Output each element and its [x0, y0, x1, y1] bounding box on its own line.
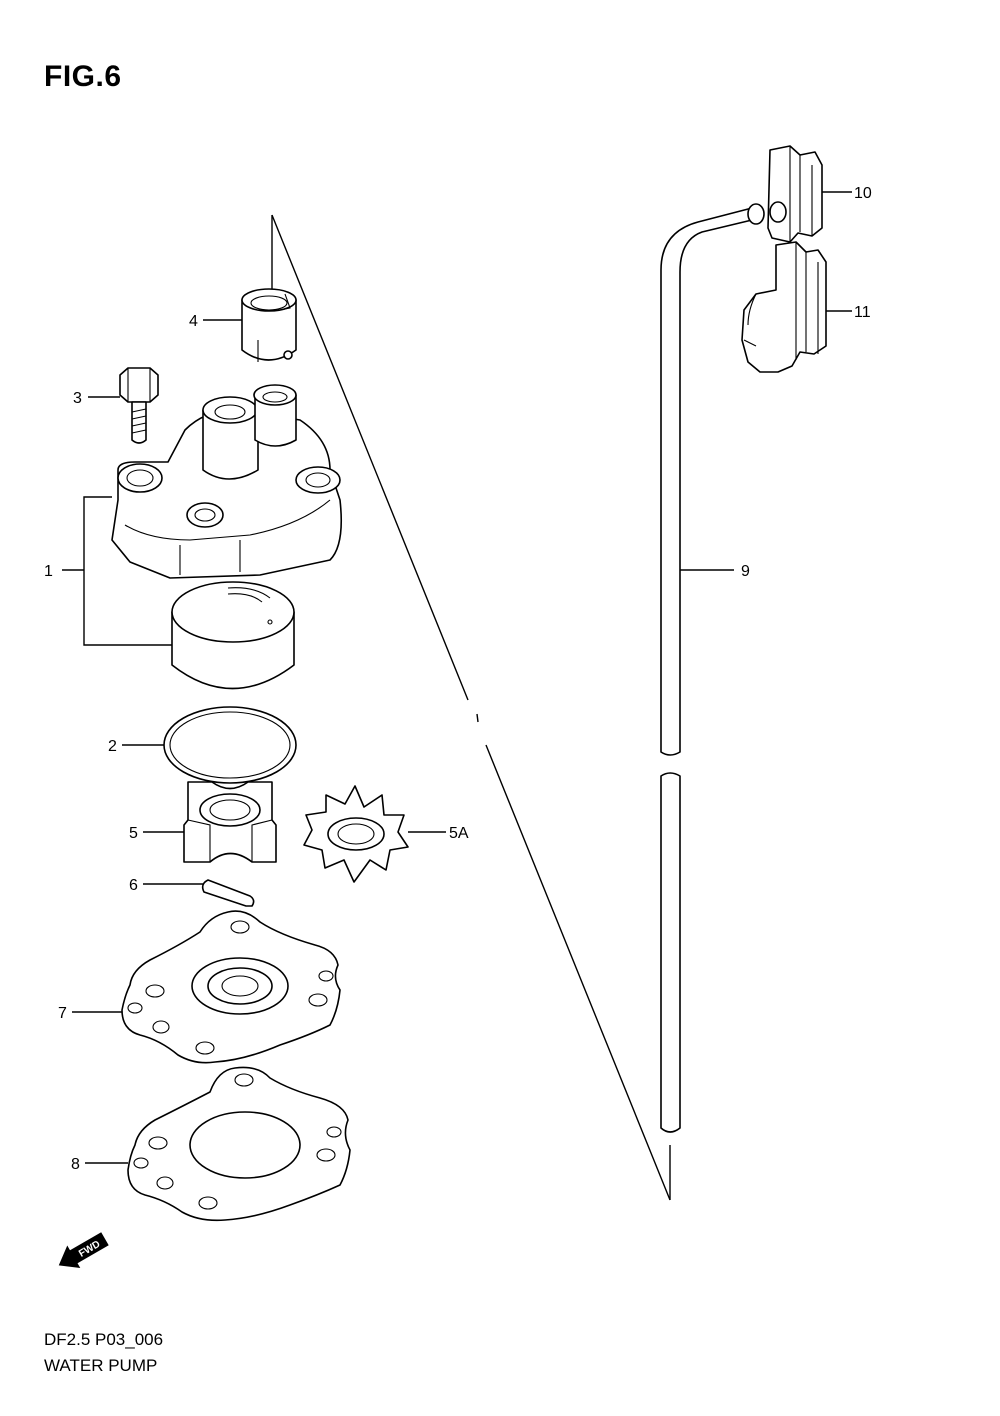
part-8-gasket	[127, 1066, 351, 1222]
callout-10: 10	[854, 185, 872, 202]
callout-6: 6	[129, 877, 138, 894]
callout-4: 4	[189, 313, 198, 330]
part-7-pump-plate	[121, 910, 341, 1064]
part-6-pin	[201, 879, 255, 907]
callout-labels: 1 2 3 4 5 5A 6 7 8 9 10 11	[44, 185, 872, 1173]
fwd-arrow-icon: FWD	[58, 1232, 109, 1269]
part-4-bushing	[241, 288, 297, 362]
figure-code: DF2.5 P03_006	[44, 1330, 164, 1349]
part-5a-impeller	[303, 785, 409, 883]
part-9-hose	[660, 203, 765, 1133]
part-5-impeller	[183, 781, 277, 863]
callout-7: 7	[58, 1005, 67, 1022]
part-2-o-ring	[163, 706, 297, 784]
part-3-bolt	[119, 367, 159, 444]
callout-2: 2	[108, 738, 117, 755]
part-1-inner-cup	[171, 581, 295, 690]
leader-lines	[62, 191, 852, 1164]
part-11-grommet	[741, 241, 827, 373]
callout-5: 5	[129, 825, 138, 842]
figure-name: WATER PUMP	[44, 1356, 158, 1375]
part-10-grommet	[767, 145, 823, 243]
callout-3: 3	[73, 390, 82, 407]
callout-8: 8	[71, 1156, 80, 1173]
figure-title: FIG.6	[44, 60, 122, 93]
part-1-pump-case	[111, 384, 343, 579]
callout-9: 9	[741, 563, 750, 580]
assembly-guide-lines	[271, 214, 671, 1201]
callout-5a: 5A	[449, 825, 469, 842]
callout-11: 11	[854, 304, 871, 321]
fwd-label: FWD	[77, 1239, 102, 1260]
callout-1: 1	[44, 563, 53, 580]
